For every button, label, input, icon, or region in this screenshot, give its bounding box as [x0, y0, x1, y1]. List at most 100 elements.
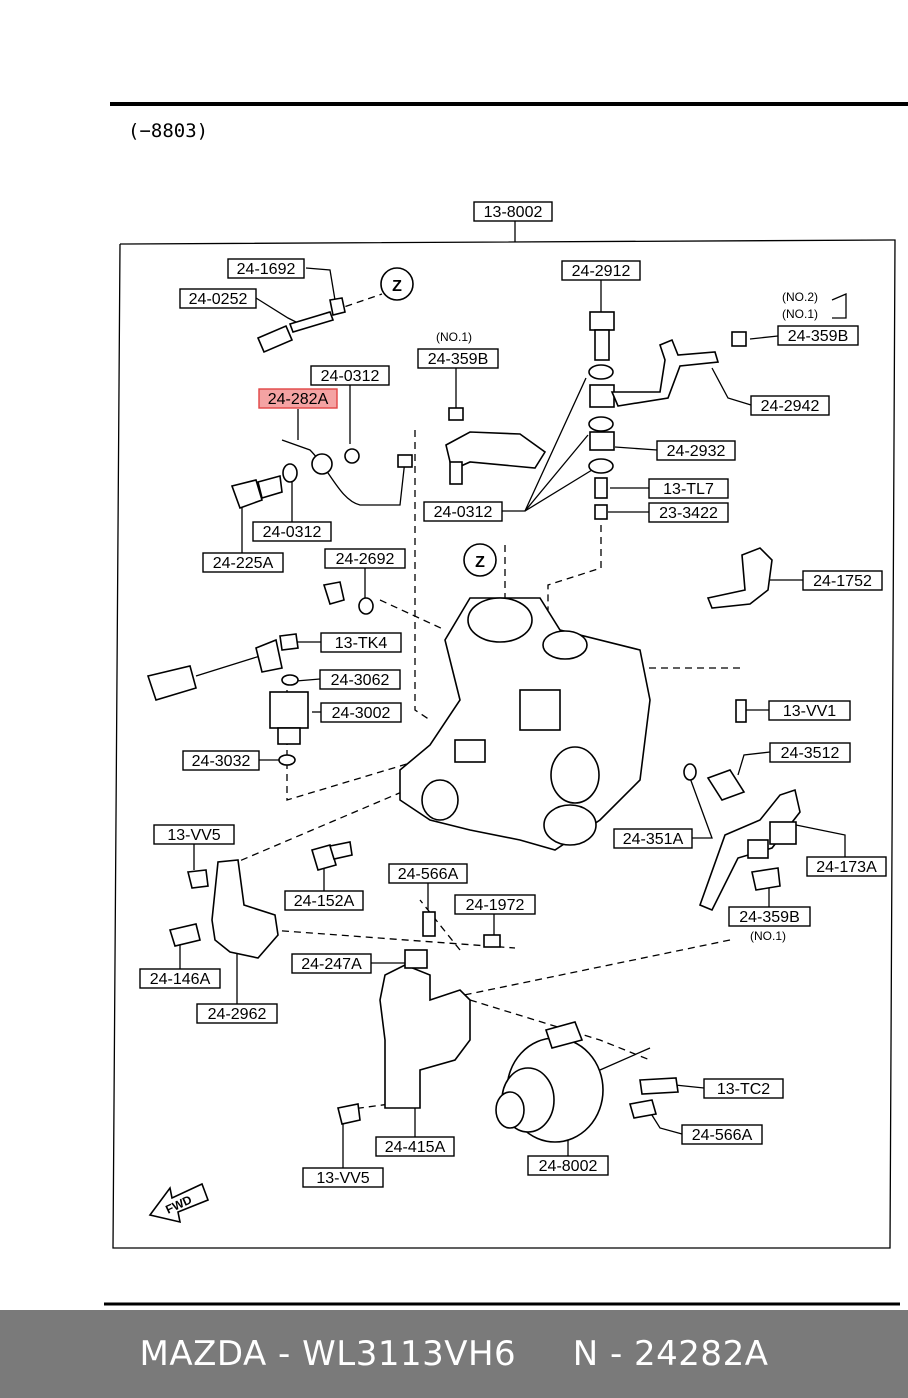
part-label-24-3032: 24-3032	[182, 750, 260, 771]
part-drawings: Z Z	[146, 267, 801, 1224]
label-text: 24-8002	[539, 1158, 598, 1175]
label-box	[802, 570, 883, 591]
label-text: 24-225A	[213, 555, 274, 572]
part-label-24-566a: 24-566A	[388, 863, 468, 884]
label-box	[777, 325, 859, 346]
label-text: 24-359B	[428, 351, 489, 368]
label-text: 24-1692	[237, 261, 296, 278]
label-box	[291, 953, 372, 974]
label-box	[227, 258, 305, 279]
label-box	[320, 702, 402, 723]
label-box	[139, 968, 221, 989]
label-box	[561, 260, 641, 281]
part-label-24-3512: 24-3512	[769, 742, 851, 763]
part-label-24-2962: 24-2962	[196, 1003, 278, 1024]
assembly-code: 13-8002	[484, 204, 543, 221]
part-label-24-0312: 24-0312	[423, 501, 503, 522]
label-text: 13-VV5	[316, 1170, 369, 1187]
label-text: 24-415A	[385, 1139, 446, 1156]
part-label-24-0312: 24-0312	[252, 521, 332, 542]
label-text: 24-351A	[623, 831, 684, 848]
label-box	[648, 502, 729, 523]
label-text: 13-TC2	[717, 1081, 770, 1098]
label-text: 24-146A	[150, 971, 211, 988]
parts-diagram: (−8803) 13-8002	[104, 102, 908, 1306]
label-box	[750, 395, 830, 416]
part-label-13-vv5: 13-VV5	[302, 1167, 384, 1188]
part-label-24-0312: 24-0312	[310, 365, 390, 386]
label-text: 24-2962	[208, 1006, 267, 1023]
label-box	[417, 348, 499, 369]
part-label-24-415a: 24-415A	[375, 1136, 455, 1157]
label-text: 24-0312	[321, 368, 380, 385]
label-box	[302, 1167, 384, 1188]
leader-lines	[179, 267, 847, 1168]
label-text: 24-2692	[336, 551, 395, 568]
label-box	[728, 906, 811, 927]
label-box	[613, 828, 693, 849]
label-box	[769, 742, 851, 763]
label-box	[681, 1124, 763, 1145]
label-box	[527, 1155, 609, 1176]
position-notes: (NO.2)(NO.1)(NO.1)(NO.1)	[436, 290, 818, 943]
part-label-24-2692: 24-2692	[324, 548, 406, 569]
part-label-24-146a: 24-146A	[139, 968, 221, 989]
part-label-24-1692: 24-1692	[227, 258, 305, 279]
position-note: (NO.2)	[782, 290, 818, 304]
label-text: 24-152A	[294, 893, 355, 910]
label-text: 24-247A	[301, 956, 362, 973]
part-label-24-173a: 24-173A	[806, 856, 887, 877]
label-box	[703, 1078, 784, 1099]
label-text: 24-3032	[192, 753, 251, 770]
part-label-24-2942: 24-2942	[750, 395, 830, 416]
part-label-24-3062: 24-3062	[319, 669, 401, 690]
label-box	[648, 478, 729, 499]
label-box	[153, 824, 235, 845]
part-label-24-0252: 24-0252	[179, 288, 257, 309]
label-text: 13-VV1	[783, 703, 836, 720]
part-label-24-1752: 24-1752	[802, 570, 883, 591]
part-label-24-359b: 24-359B	[417, 348, 499, 369]
model-range: (−8803)	[128, 120, 208, 142]
z-marker-top: Z	[392, 278, 402, 295]
part-label-13-vv1: 13-VV1	[768, 700, 851, 721]
label-box	[324, 548, 406, 569]
label-text: 24-2942	[761, 398, 820, 415]
label-box	[806, 856, 887, 877]
part-label-13-tc2: 13-TC2	[703, 1078, 784, 1099]
part-label-24-152a: 24-152A	[284, 890, 364, 911]
label-text: 13-VV5	[167, 827, 220, 844]
part-label-24-566a: 24-566A	[681, 1124, 763, 1145]
label-box	[252, 521, 332, 542]
footer-gap	[516, 1334, 573, 1374]
part-labels: 24-1692 24-0252 24-2912 24-359B 24-359B 24-03…	[139, 258, 887, 1188]
part-label-24-247a: 24-247A	[291, 953, 372, 974]
label-text: 13-TL7	[663, 481, 714, 498]
part-label-24-359b: 24-359B	[777, 325, 859, 346]
part-label-23-3422: 23-3422	[648, 502, 729, 523]
label-box	[182, 750, 260, 771]
part-label-24-282a: 24-282A	[258, 388, 338, 409]
label-text: 24-3512	[781, 745, 840, 762]
label-box	[319, 669, 401, 690]
label-box	[258, 388, 338, 409]
label-text: 24-359B	[739, 909, 800, 926]
label-text: 24-2932	[667, 443, 726, 460]
part-label-24-359b: 24-359B	[728, 906, 811, 927]
label-box	[656, 440, 736, 461]
label-box	[454, 894, 536, 915]
label-text: 24-282A	[268, 391, 329, 408]
label-text: 24-3062	[331, 672, 390, 689]
label-text: 24-2912	[572, 263, 631, 280]
label-box	[388, 863, 468, 884]
label-box	[375, 1136, 455, 1157]
label-text: 24-359B	[788, 328, 849, 345]
part-label-24-225a: 24-225A	[202, 552, 284, 573]
label-box	[423, 501, 503, 522]
part-label-24-2932: 24-2932	[656, 440, 736, 461]
label-box	[196, 1003, 278, 1024]
label-text: 24-0312	[434, 504, 493, 521]
label-text: 23-3422	[659, 505, 718, 522]
label-text: 24-1752	[813, 573, 872, 590]
footer-number: N - 24282A	[572, 1334, 769, 1374]
